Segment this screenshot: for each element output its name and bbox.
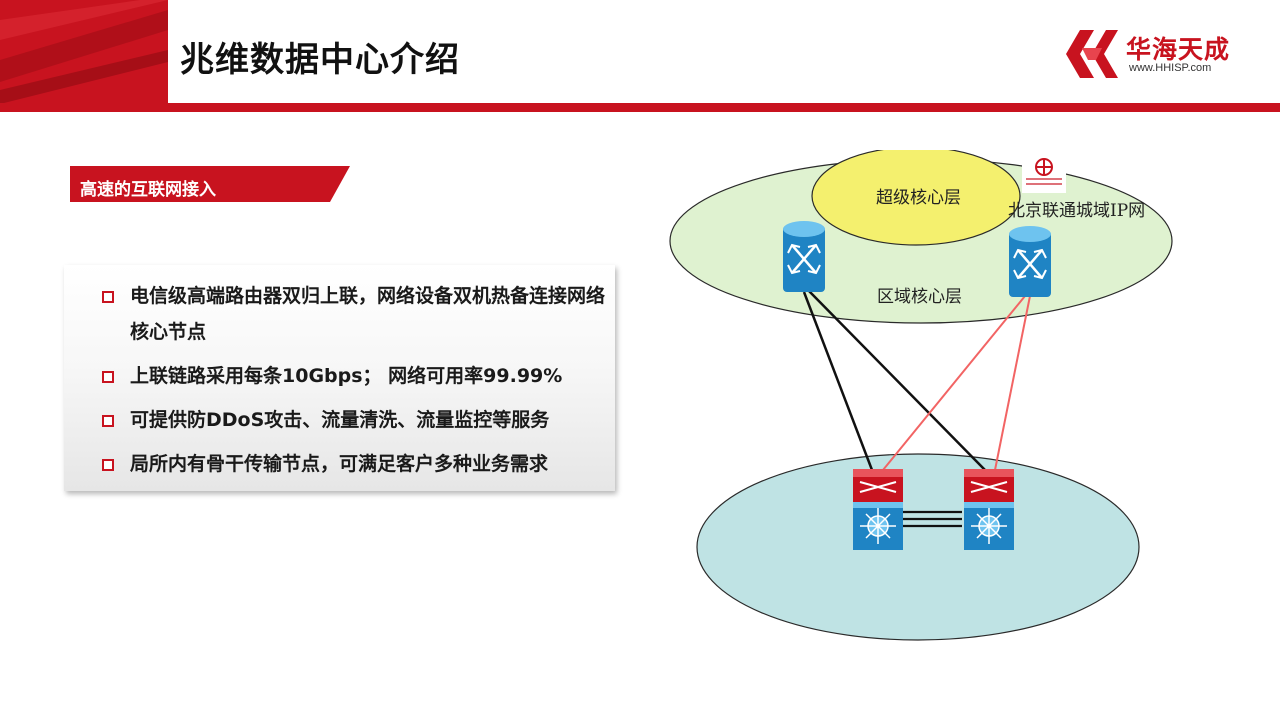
uplink-black xyxy=(807,289,986,471)
header-decoration xyxy=(0,0,168,104)
hhisp-logo-icon xyxy=(1066,30,1118,78)
feature-item: 局所内有骨干传输节点，可满足客户多种业务需求 xyxy=(102,446,612,482)
feature-text: 局所内有骨干传输节点，可满足客户多种业务需求 xyxy=(130,453,549,475)
datacenter-switch-icon xyxy=(852,468,904,551)
feature-item: 可提供防DDoS攻击、流量清洗、流量监控等服务 xyxy=(102,402,612,438)
section-tag-background xyxy=(70,166,350,202)
core-router-icon xyxy=(1007,224,1053,299)
square-bullet-icon xyxy=(102,415,114,427)
feature-item: 电信级高端路由器双归上联，网络设备双机热备连接网络核心节点 xyxy=(102,278,612,350)
datacenter-switch-icon xyxy=(963,468,1015,551)
logo-url: www.HHISP.com xyxy=(1129,62,1212,74)
feature-item: 上联链路采用每条10Gbps； 网络可用率99.99% xyxy=(102,358,612,394)
feature-text: 可提供防DDoS攻击、流量清洗、流量监控等服务 xyxy=(130,409,550,431)
network-diagram xyxy=(669,150,1173,641)
square-bullet-icon xyxy=(102,371,114,383)
metro-network-label: 北京联通城域IP网 xyxy=(1008,201,1146,221)
square-bullet-icon xyxy=(102,291,114,303)
super-core-ellipse xyxy=(811,150,1021,246)
uplink-black xyxy=(802,291,874,471)
feature-text: 电信级高端路由器双归上联，网络设备双机热备连接网络核心节点 xyxy=(130,285,606,343)
header-red-bar xyxy=(0,103,1280,112)
datacenter-ellipse xyxy=(696,453,1140,641)
feature-text: 上联链路采用每条10Gbps； 网络可用率99.99% xyxy=(130,365,563,387)
logo-name: 华海天成 xyxy=(1126,35,1231,64)
section-tag: 高速的互联网接入 xyxy=(80,180,216,200)
super-core-label: 超级核心层 xyxy=(876,188,961,208)
uplink-red xyxy=(994,295,1031,471)
square-bullet-icon xyxy=(102,459,114,471)
core-router-icon xyxy=(781,219,827,294)
region-core-label: 区域核心层 xyxy=(877,287,962,307)
uplink-red xyxy=(882,295,1026,471)
features-panel xyxy=(64,265,615,491)
company-logo xyxy=(1062,26,1262,82)
features-list: 电信级高端路由器双归上联，网络设备双机热备连接网络核心节点 上联链路采用每条10… xyxy=(102,278,612,490)
china-unicom-logo-icon xyxy=(1022,157,1066,193)
page-title: 兆维数据中心介绍 xyxy=(180,40,460,80)
